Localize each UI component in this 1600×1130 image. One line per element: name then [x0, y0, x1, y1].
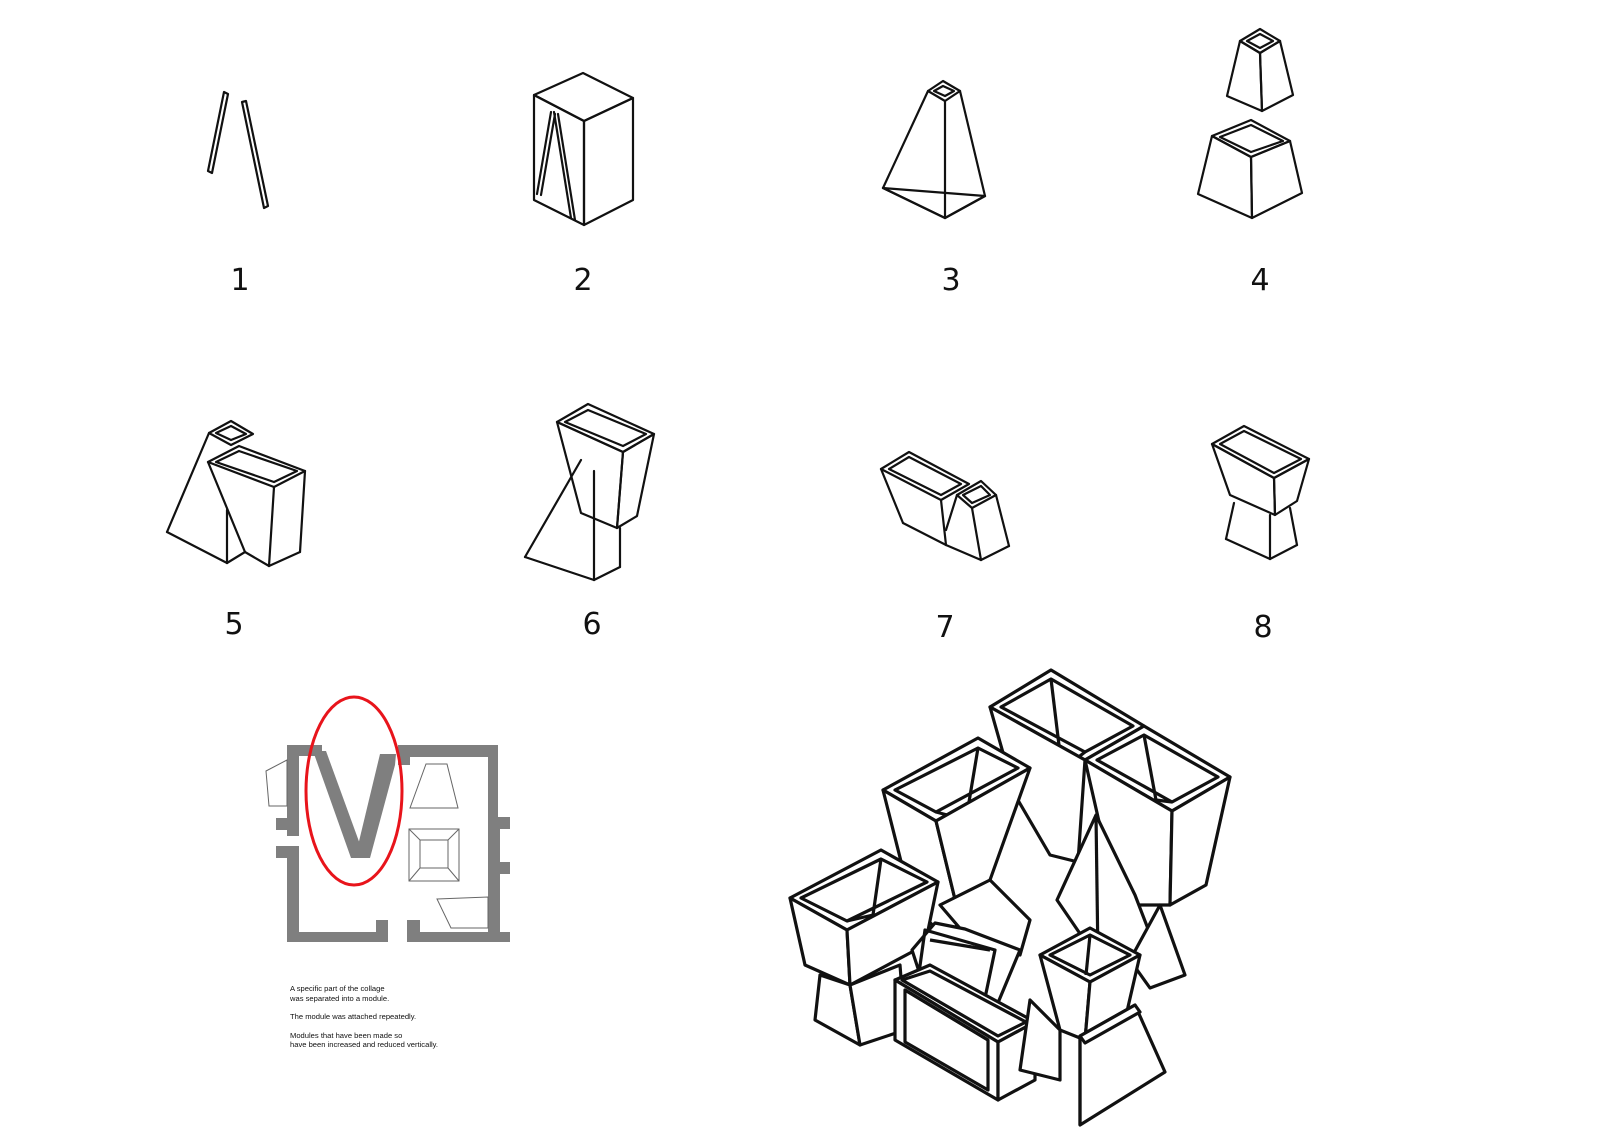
- caption-paragraph-2: The module was attached repeatedly.: [290, 1012, 510, 1022]
- split-frustum-icon: [1196, 27, 1304, 220]
- stick-pair-icon: [206, 90, 270, 210]
- inverted-frustum-icon: [523, 402, 656, 582]
- stacked-frustum-icon: [1210, 424, 1311, 561]
- caption-line: Modules that have been made so: [290, 1030, 403, 1040]
- step-number-3: 3: [941, 263, 961, 298]
- step-number-7: 7: [935, 610, 955, 645]
- step-number-6: 6: [582, 607, 602, 642]
- caption-paragraph-3: Modules that have been made so have been…: [290, 1031, 510, 1050]
- collage-floor-plan: [265, 695, 510, 942]
- caption-line: was separated into a module.: [290, 993, 390, 1003]
- step-number-5: 5: [224, 607, 244, 642]
- combined-module-icon: [165, 419, 307, 568]
- module-highlight-ellipse: [304, 695, 404, 887]
- step-number-1: 1: [230, 263, 250, 298]
- horizontal-module-icon: [879, 450, 1011, 562]
- caption-paragraph-1: A specific part of the collage was separ…: [290, 984, 510, 1003]
- step-number-8: 8: [1253, 610, 1273, 645]
- caption-line: The module was attached repeatedly.: [290, 1012, 417, 1022]
- tapered-tower-icon: [881, 79, 987, 220]
- collage-caption: A specific part of the collage was separ…: [290, 984, 510, 1059]
- step-number-2: 2: [573, 263, 593, 298]
- caption-line: A specific part of the collage: [290, 984, 385, 993]
- step-number-4: 4: [1250, 263, 1270, 298]
- aggregated-module-composition: [788, 668, 1232, 1127]
- caption-line: have been increased and reduced vertical…: [290, 1040, 439, 1050]
- box-with-diagonal-icon: [532, 71, 635, 227]
